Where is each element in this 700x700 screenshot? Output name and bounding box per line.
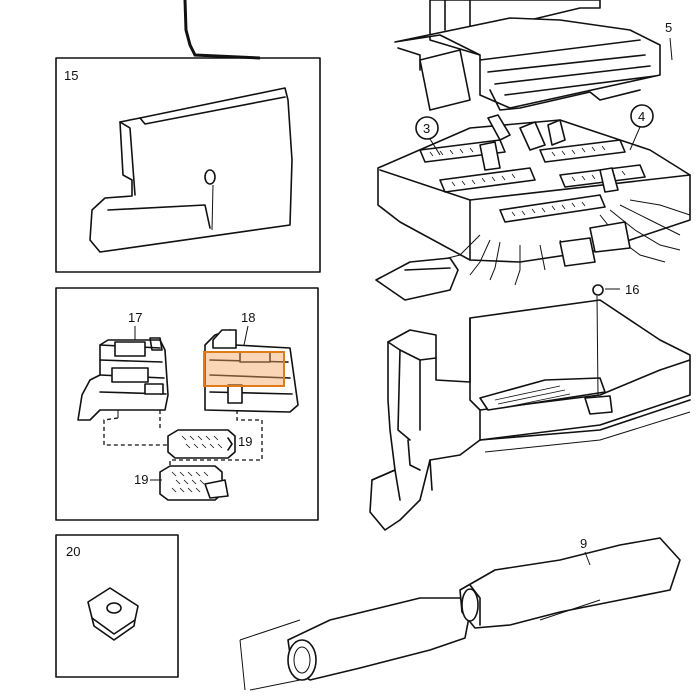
clip-nut-20 <box>87 587 139 641</box>
panel-relay-frame: 17 18 <box>55 287 319 521</box>
callout-5: 5 <box>665 20 672 35</box>
callout-19a: 19 <box>238 434 252 449</box>
upper-bracket-5: 5 <box>394 0 673 111</box>
callout-17: 17 <box>128 310 142 325</box>
callout-18: 18 <box>241 310 255 325</box>
callout-16: 16 <box>625 282 639 297</box>
callout-19b: 19 <box>134 472 148 487</box>
cover-plate-15 <box>89 87 293 253</box>
callout-4: 4 <box>638 109 645 124</box>
connector-19-upper <box>167 429 236 459</box>
upper-harness-lead <box>183 0 261 60</box>
connector-19-lower <box>159 465 229 501</box>
callout-15: 15 <box>64 68 78 83</box>
callout-3: 3 <box>423 121 430 136</box>
relay-bracket-18 <box>204 329 299 413</box>
callout-20: 20 <box>66 544 80 559</box>
lower-housing-tray: 16 <box>369 282 691 531</box>
duct-hose-9: 9 <box>239 536 681 691</box>
panel-15-frame: 15 <box>55 57 321 273</box>
highlight-box <box>203 351 285 387</box>
relay-bracket-17 <box>77 337 169 421</box>
fuse-box-assembly: 3 4 <box>375 104 691 301</box>
callout-9: 9 <box>580 536 587 551</box>
panel-20-frame: 20 <box>55 534 179 678</box>
